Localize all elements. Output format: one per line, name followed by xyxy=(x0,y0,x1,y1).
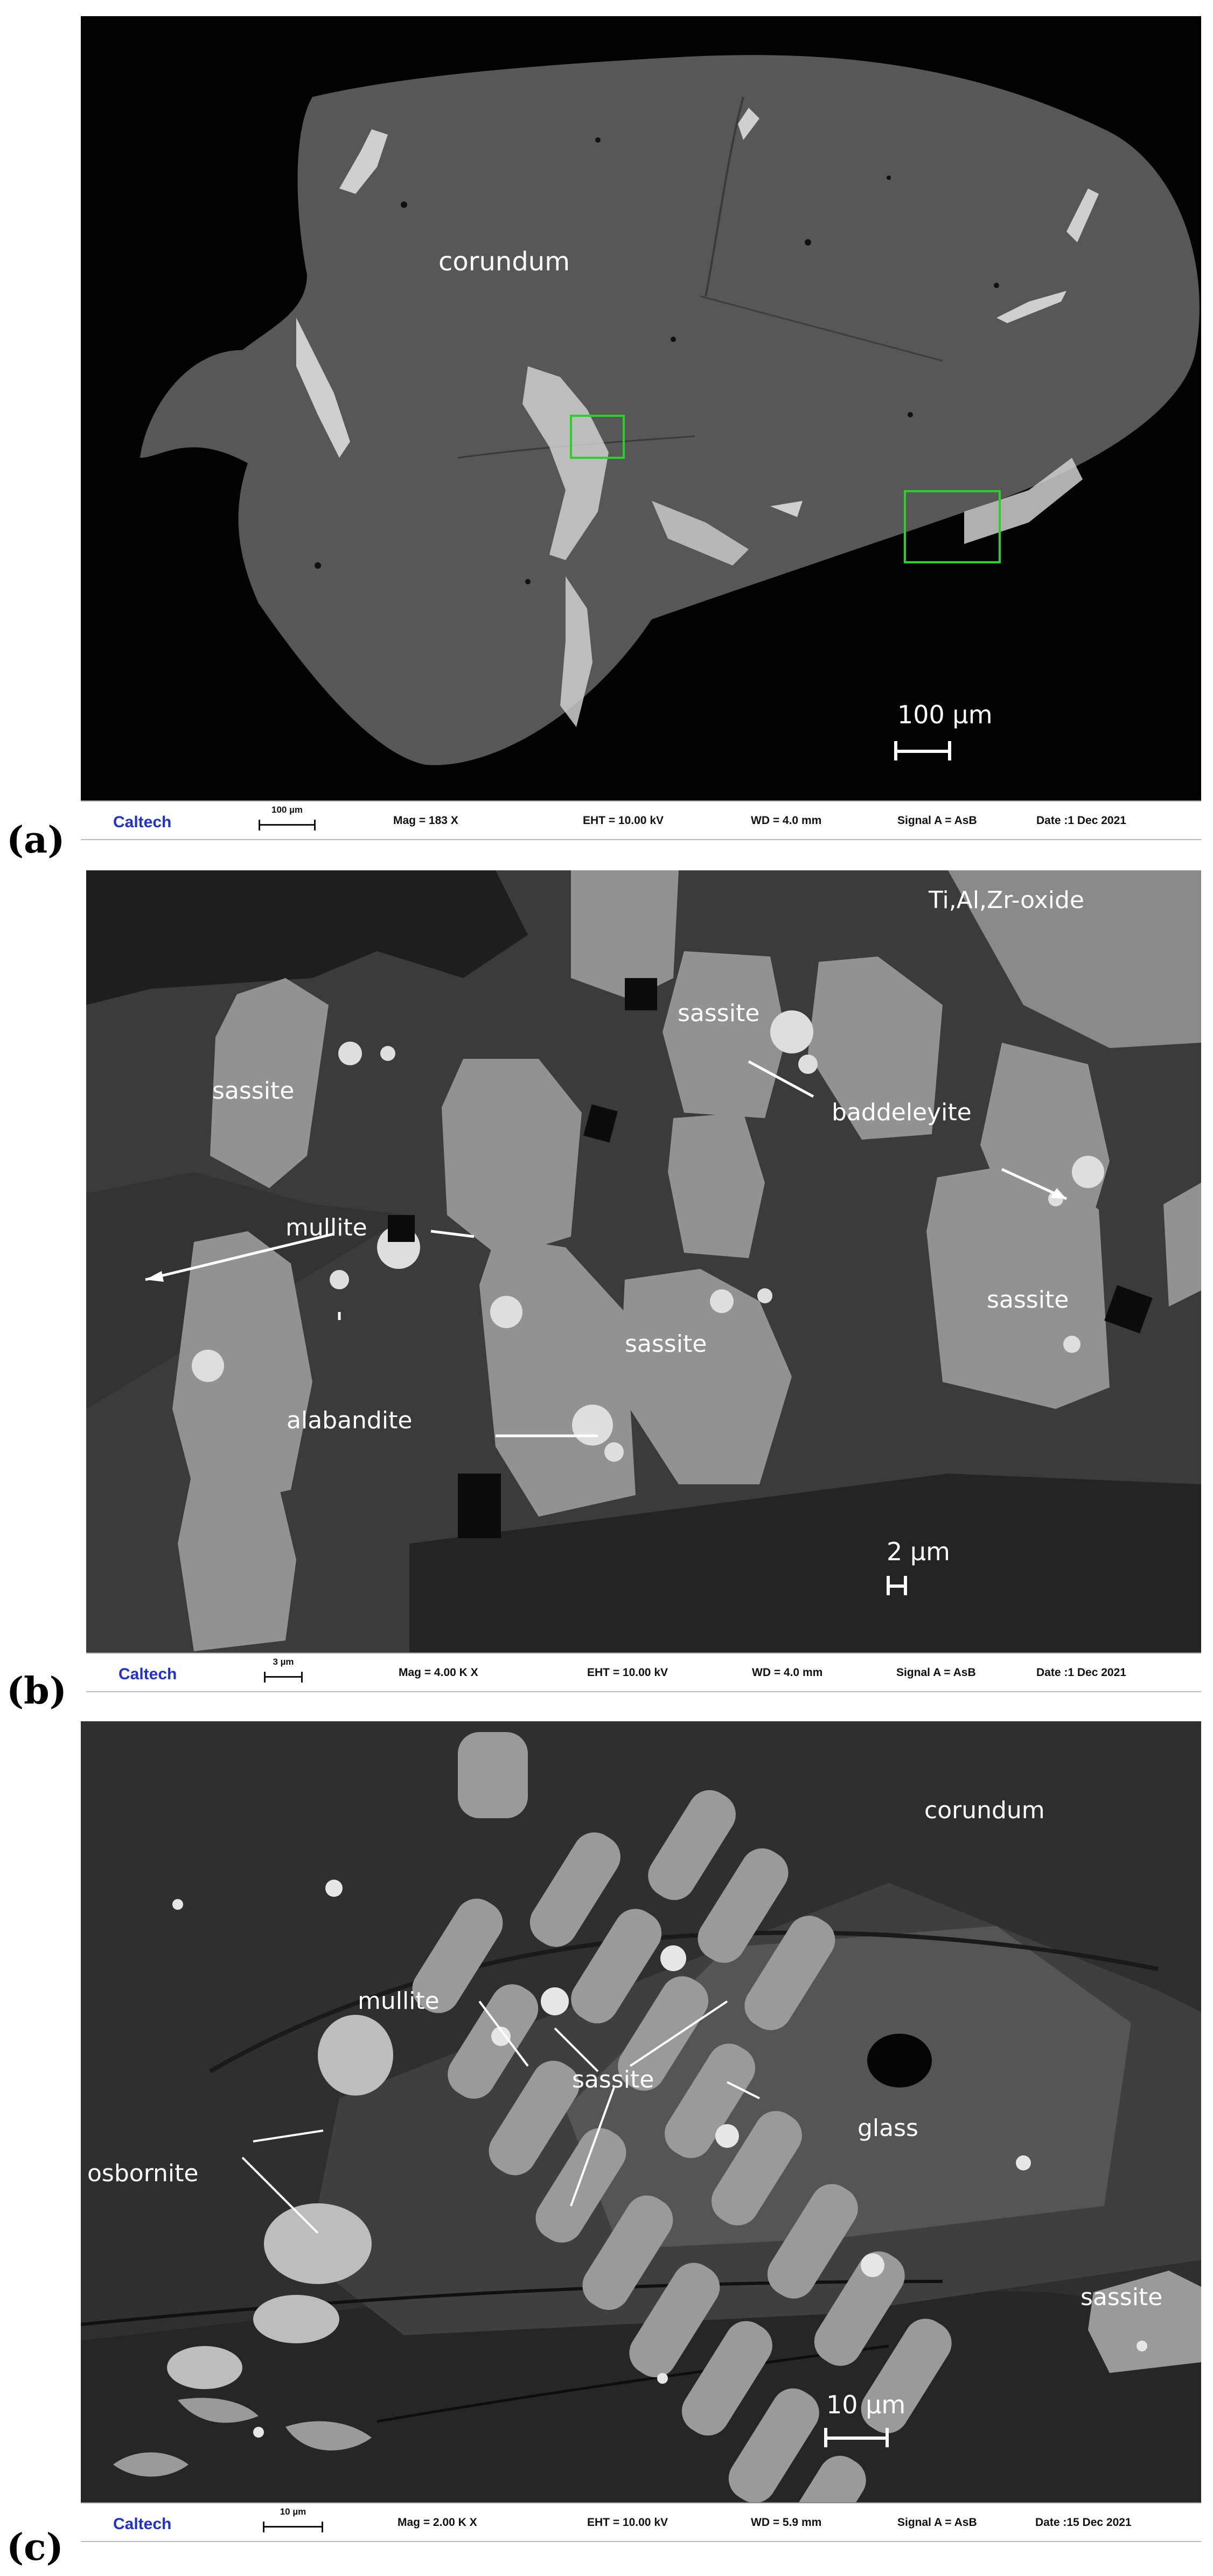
panel-c: corundum mullite sassite glass osbornite… xyxy=(81,1721,1201,2551)
wd-label: WD = 4.0 mm xyxy=(752,1666,823,1679)
sem-footer-b: Caltech 3 µm Mag = 4.00 K X EHT = 10.00 … xyxy=(86,1652,1201,1692)
annotation-arrows xyxy=(145,1060,1068,1437)
scale-bar-label: 2 µm xyxy=(887,1537,950,1566)
sem-image-a: corundum 100 µm xyxy=(81,16,1201,800)
eht-label: EHT = 10.00 kV xyxy=(583,814,664,827)
brand-label: Caltech xyxy=(113,2515,172,2533)
sem-image-c: corundum mullite sassite glass osbornite… xyxy=(81,1721,1201,2502)
wd-label: WD = 5.9 mm xyxy=(751,2516,822,2529)
scale-bar-label: 10 µm xyxy=(826,2390,906,2419)
mag-label: Mag = 4.00 K X xyxy=(399,1666,478,1679)
signal-label: Signal A = AsB xyxy=(896,1666,976,1679)
label-sassite: sassite xyxy=(625,1330,707,1358)
sem-image-b: Ti,Al,Zr-oxide sassite sassite baddeleyi… xyxy=(86,870,1201,1652)
label-baddeleyite: baddeleyite xyxy=(832,1099,972,1126)
mag-label: Mag = 183 X xyxy=(393,814,458,827)
corundum-grain xyxy=(140,55,1200,765)
date-label: Date :1 Dec 2021 xyxy=(1036,814,1126,827)
panel-label-c: (c) xyxy=(6,2526,64,2569)
signal-label: Signal A = AsB xyxy=(897,2516,977,2529)
label-alabandite: alabandite xyxy=(287,1407,413,1434)
label-glass: glass xyxy=(858,2114,918,2142)
sem-footer-a: Caltech 100 µm Mag = 183 X EHT = 10.00 k… xyxy=(81,800,1201,840)
osbornite-grains xyxy=(167,2015,393,2389)
annotation-arrows xyxy=(241,2000,760,2234)
label-osbornite: osbornite xyxy=(87,2160,199,2187)
label-sassite: sassite xyxy=(987,1286,1069,1314)
label-sassite: sassite xyxy=(678,1000,760,1027)
panel-b: Ti,Al,Zr-oxide sassite sassite baddeleyi… xyxy=(86,870,1201,1700)
label-sassite: sassite xyxy=(1080,2284,1163,2311)
scale-bar-a: 100 µm xyxy=(894,700,1013,765)
label-ti-al-zr-oxide: Ti,Al,Zr-oxide xyxy=(929,886,1084,914)
scale-bar-label: 100 µm xyxy=(897,700,993,729)
date-label: Date :15 Dec 2021 xyxy=(1035,2516,1132,2529)
scale-bar-c: 10 µm xyxy=(824,2390,932,2455)
label-corundum: corundum xyxy=(438,247,570,277)
date-label: Date :1 Dec 2021 xyxy=(1036,1666,1126,1679)
label-corundum: corundum xyxy=(924,1797,1045,1824)
scale-bar-b: 2 µm xyxy=(887,1537,973,1602)
signal-label: Signal A = AsB xyxy=(897,814,977,827)
wd-label: WD = 4.0 mm xyxy=(751,814,822,827)
eht-label: EHT = 10.00 kV xyxy=(587,2516,668,2529)
eht-label: EHT = 10.00 kV xyxy=(587,1666,668,1679)
label-sassite: sassite xyxy=(212,1077,295,1105)
label-sassite: sassite xyxy=(572,2066,654,2093)
sem-footer-c: Caltech 10 µm Mag = 2.00 K X EHT = 10.00… xyxy=(81,2502,1201,2542)
label-mullite: mullite xyxy=(358,1987,440,2015)
panel-label-a: (a) xyxy=(6,819,65,862)
mag-label: Mag = 2.00 K X xyxy=(398,2516,477,2529)
brand-label: Caltech xyxy=(118,1665,177,1683)
panel-a: corundum 100 µm Caltech 100 µm Mag = 183… xyxy=(81,16,1201,856)
brand-label: Caltech xyxy=(113,813,172,831)
label-mullite: mullite xyxy=(285,1214,367,1241)
panel-label-b: (b) xyxy=(6,1670,67,1713)
